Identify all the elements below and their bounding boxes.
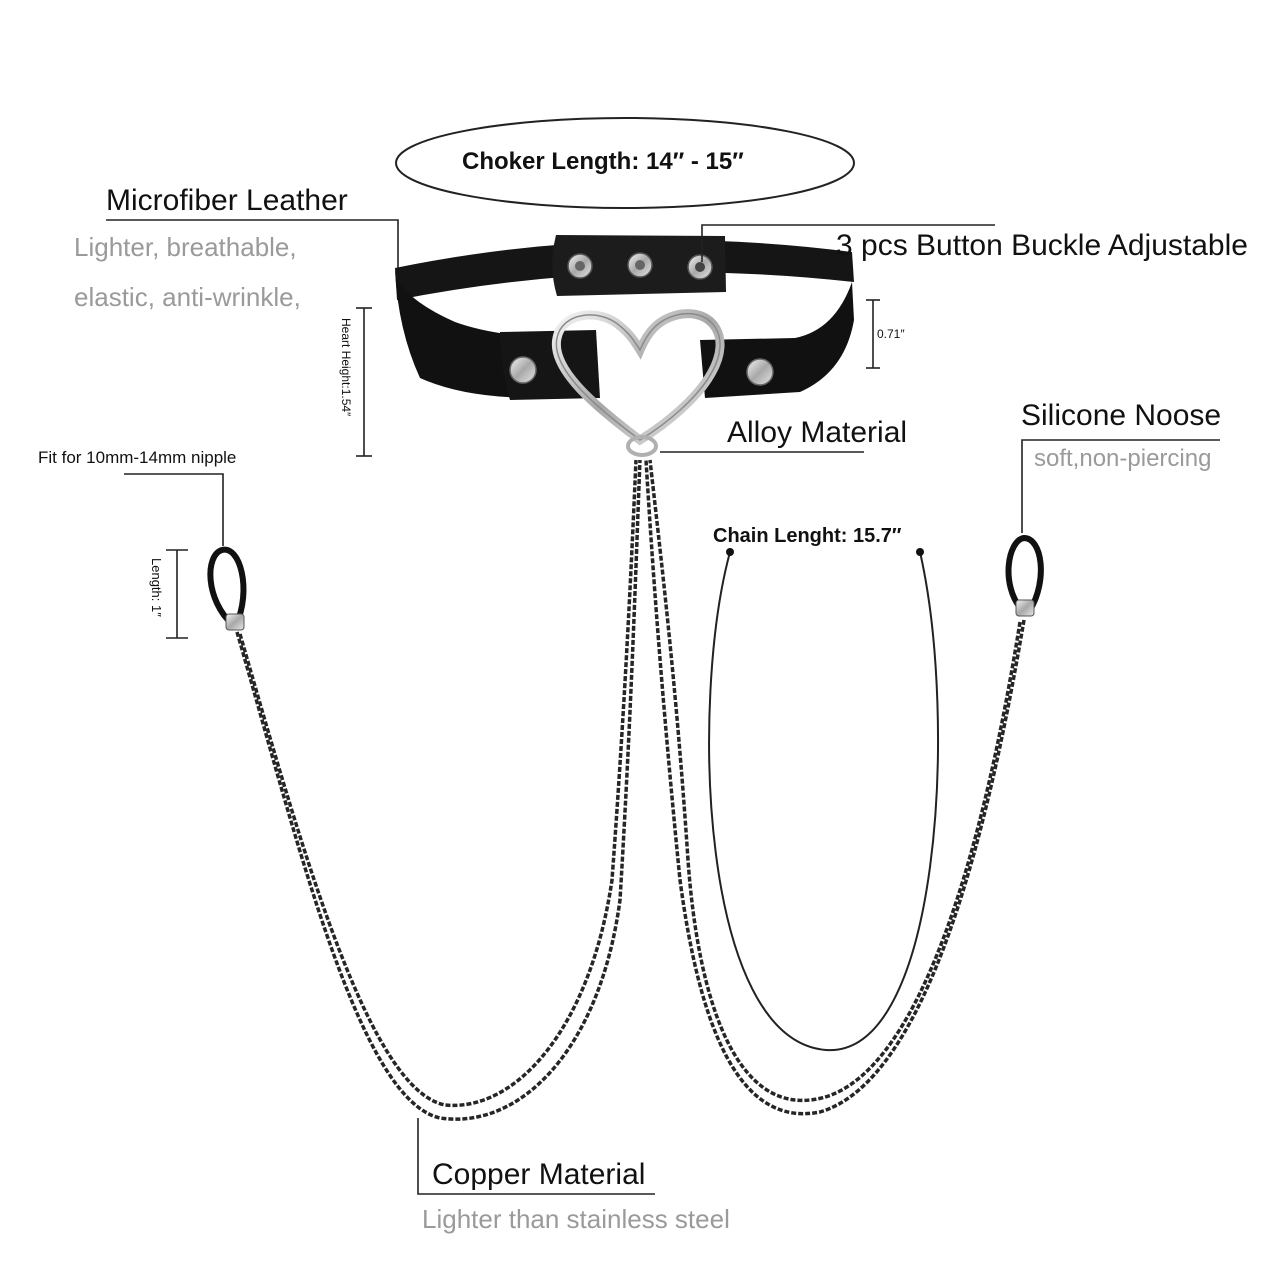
chain-length-loop — [708, 551, 940, 1052]
copper-title: Copper Material — [432, 1158, 646, 1191]
right-silicone-loop — [1005, 534, 1044, 612]
rivet-icon — [509, 356, 537, 384]
microfiber-leader — [106, 219, 399, 268]
choker-length-label: Choker Length: 14″ - 15″ — [462, 148, 744, 175]
choker-right-strap — [700, 282, 854, 398]
heart-height-label: Heart Height:1.54″ — [339, 318, 353, 417]
noose-title: Silicone Noose — [1021, 399, 1222, 432]
microfiber-line1: Lighter, breathable, — [74, 232, 297, 262]
chain-left-outer — [235, 459, 642, 1121]
choker-length-ellipse — [395, 117, 855, 209]
copper-subtitle: Lighter than stainless steel — [422, 1204, 730, 1234]
leader-lines — [106, 219, 1220, 1195]
fit-leader — [124, 473, 224, 546]
chain-length-label: Chain Lenght: 15.7″ — [713, 525, 902, 547]
microfiber-title: Microfiber Leather — [106, 184, 348, 217]
chain-right-outer — [644, 459, 1026, 1116]
left-silicone-loop — [207, 546, 247, 628]
chain-left-inner — [238, 459, 638, 1108]
copper-leader — [417, 1118, 655, 1195]
fit-label: Fit for 10mm-14mm nipple — [38, 448, 237, 467]
noose-leader — [1021, 439, 1220, 533]
noose-subtitle: soft,non-piercing — [1034, 445, 1212, 472]
buckle-leader — [701, 224, 995, 262]
buckle-label: 3 pcs Button Buckle Adjustable — [836, 229, 1248, 262]
chain-right-inner — [648, 459, 1022, 1103]
buckle-buttons — [567, 252, 713, 280]
strap-height-label: 0.71″ — [877, 327, 905, 341]
rivet-icon — [746, 358, 774, 386]
chains — [235, 459, 1026, 1121]
alloy-label: Alloy Material — [727, 416, 908, 449]
loop-length-label: Length: 1″ — [149, 558, 164, 617]
microfiber-line2: elastic, anti-wrinkle, — [74, 282, 301, 312]
jump-ring — [626, 435, 658, 457]
